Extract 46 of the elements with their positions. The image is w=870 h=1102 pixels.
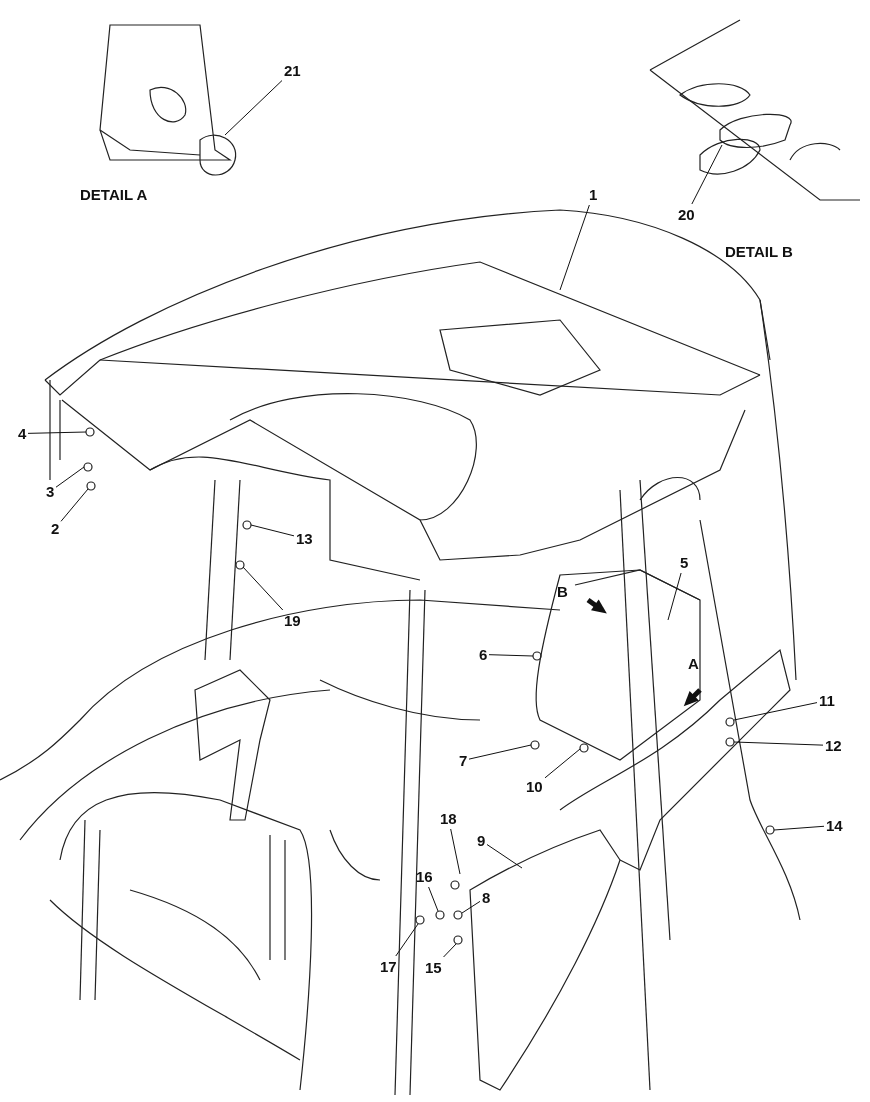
leader-line — [486, 844, 523, 869]
callout-number: 14 — [826, 817, 843, 834]
callout-number: 10 — [526, 778, 543, 795]
leader-line — [691, 144, 723, 205]
callout-number: 12 — [825, 737, 842, 754]
detail-title: DETAIL B — [725, 243, 793, 260]
leader-line — [250, 524, 295, 537]
callout-number: 16 — [416, 868, 433, 885]
leader-line — [224, 80, 283, 136]
callout-number: 6 — [479, 646, 488, 663]
callout-number: 7 — [459, 752, 468, 769]
callout-number: 11 — [819, 692, 835, 709]
view-letter: B — [557, 583, 568, 600]
leader-line — [450, 828, 461, 875]
callout-number: 9 — [477, 832, 486, 849]
callout-number: 1 — [589, 186, 598, 203]
leader-line — [773, 825, 825, 831]
callout-number: 3 — [46, 483, 55, 500]
callout-number: 2 — [51, 520, 60, 537]
leader-line — [60, 488, 89, 522]
leader-line — [461, 900, 481, 914]
callout-number: 8 — [482, 889, 491, 906]
callout-number: 13 — [296, 530, 313, 547]
leader-line — [667, 572, 682, 621]
leader-line — [27, 431, 87, 434]
leader-line — [395, 923, 419, 957]
callout-number: 5 — [680, 554, 689, 571]
leader-line — [242, 566, 284, 611]
callout-number: 18 — [440, 810, 457, 827]
leader-line — [733, 702, 818, 721]
leader-line — [559, 204, 590, 291]
detail-title: DETAIL A — [80, 186, 148, 203]
leader-line — [55, 466, 85, 488]
callout-number: 15 — [425, 959, 442, 976]
leader-line — [544, 748, 581, 779]
leader-line — [468, 744, 532, 760]
callout-number: 4 — [18, 425, 27, 442]
leader-line — [488, 654, 534, 657]
callout-number: 21 — [284, 62, 301, 79]
view-letter: A — [688, 655, 699, 672]
callout-number: 19 — [284, 612, 301, 629]
callout-number: 20 — [678, 206, 695, 223]
leader-line — [733, 741, 824, 746]
leader-line — [428, 886, 439, 912]
callout-number: 17 — [380, 958, 397, 975]
leader-line — [443, 943, 457, 958]
